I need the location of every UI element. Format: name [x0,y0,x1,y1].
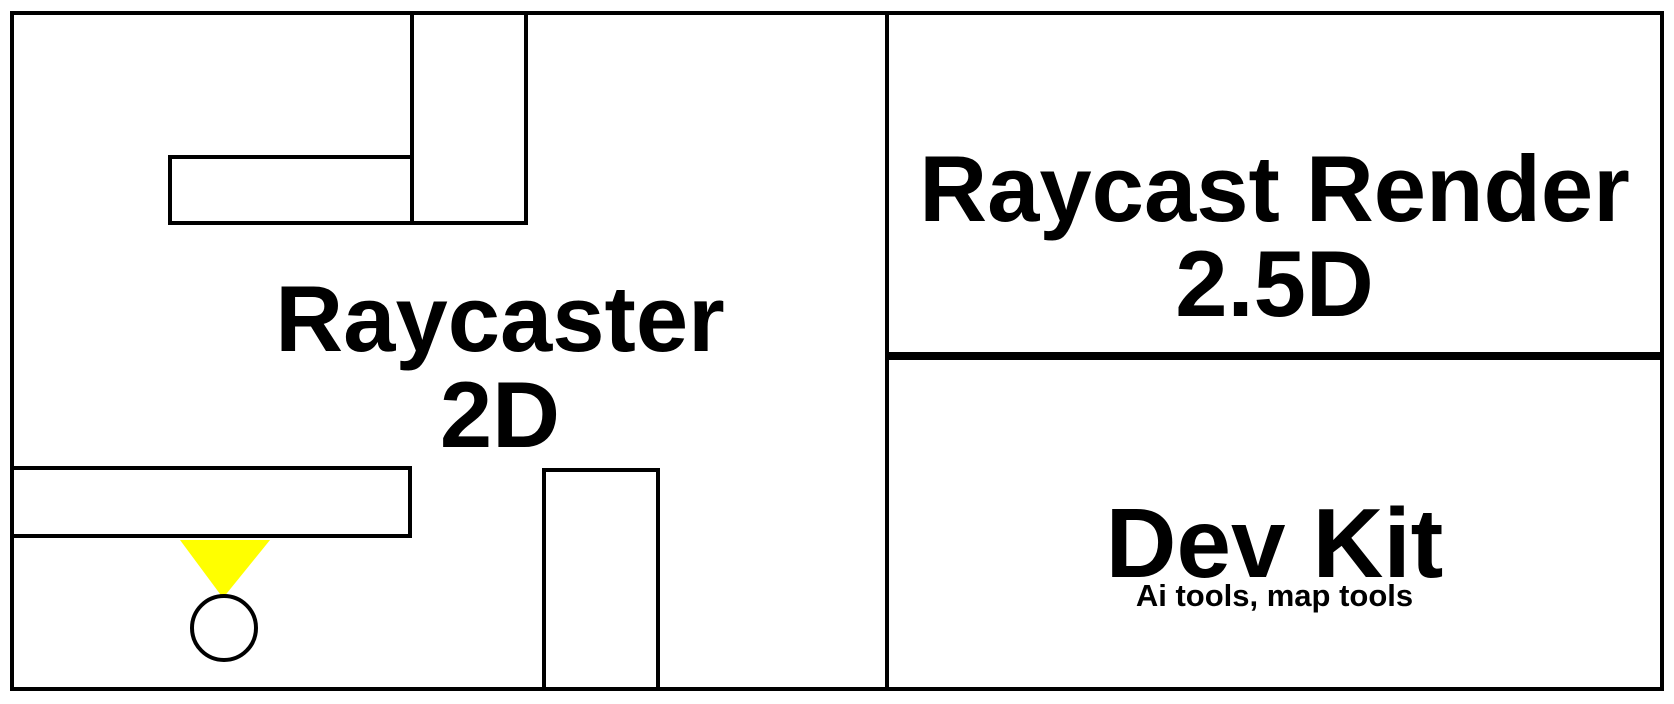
map-wall-bottom-vertical [542,468,660,691]
raycaster-2d-title-line1: Raycaster [275,266,725,371]
player-icon [190,594,258,662]
map-wall-top-vertical [410,11,528,225]
dev-kit-title: Dev Kit [1105,488,1444,598]
raycast-render-title-line1: Raycast Render [919,136,1630,241]
raycast-render-panel[interactable] [885,11,1664,356]
view-cone [180,540,270,598]
raycaster-2d-title-line2: 2D [439,362,561,467]
map-wall-bottom-horizontal [10,466,412,538]
dev-kit-subtitle: Ai tools, map tools [1135,578,1414,613]
dev-kit-panel[interactable] [885,356,1664,691]
raycast-render-title-line2: 2.5D [1175,231,1374,336]
map-wall-top-horizontal [168,155,414,225]
